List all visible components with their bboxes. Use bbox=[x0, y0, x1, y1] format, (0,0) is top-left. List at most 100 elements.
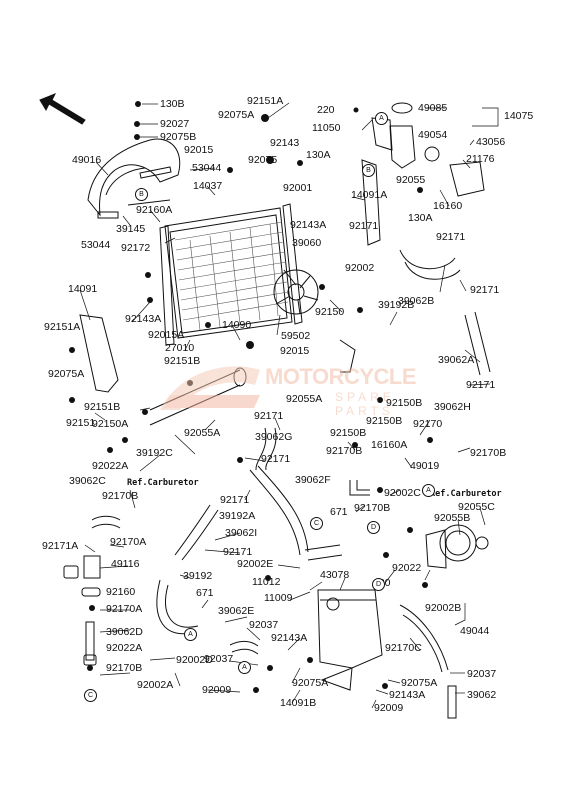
part-label: 92151A bbox=[44, 321, 81, 333]
part-label: 16160A bbox=[371, 439, 408, 451]
part-label: 49116 bbox=[111, 558, 140, 570]
part-label: 92055B bbox=[434, 512, 471, 524]
part-label: 92151B bbox=[84, 401, 121, 413]
part-label: 92170 bbox=[413, 418, 443, 430]
connector-marker: C bbox=[84, 689, 97, 702]
part-label: 14091 bbox=[68, 283, 98, 295]
part-label: 92171 bbox=[466, 379, 496, 391]
part-label: 92171 bbox=[261, 453, 291, 465]
part-label: 92002D bbox=[176, 654, 213, 666]
part-label: 92055A bbox=[286, 393, 323, 405]
part-label: 92075B bbox=[160, 131, 197, 143]
part-label: 92171 bbox=[436, 231, 466, 243]
part-label: 39192A bbox=[219, 510, 256, 522]
part-label: 92143A bbox=[389, 689, 426, 701]
part-label: 92170B bbox=[470, 447, 507, 459]
part-label: 92170B bbox=[102, 490, 139, 502]
part-label: 53044 bbox=[81, 239, 111, 251]
part-label: 39062A bbox=[438, 354, 475, 366]
part-label: 92150B bbox=[366, 415, 403, 427]
part-label: 130A bbox=[306, 149, 331, 161]
connector-marker: B bbox=[135, 188, 148, 201]
part-label: 21176 bbox=[466, 153, 495, 165]
part-label: 49044 bbox=[460, 625, 490, 637]
part-label: 11050 bbox=[312, 122, 341, 134]
part-label: 39062H bbox=[434, 401, 471, 413]
part-label: 92160 bbox=[106, 586, 136, 598]
part-label: 92170B bbox=[106, 662, 143, 674]
connector-marker: A bbox=[238, 661, 251, 674]
cooling-fan bbox=[273, 269, 319, 315]
part-label: 92150 bbox=[315, 306, 345, 318]
part-label: 53044 bbox=[192, 162, 222, 174]
connector-marker: D bbox=[367, 521, 380, 534]
part-label: 92015A bbox=[148, 329, 185, 341]
part-label: 92037 bbox=[467, 668, 497, 680]
part-label: 16160 bbox=[433, 200, 463, 212]
part-label: 671 bbox=[196, 587, 214, 599]
part-label: 92171 bbox=[349, 220, 379, 232]
part-label: 92055 bbox=[396, 174, 426, 186]
watermark: MOTORCYCLE SPARE PARTS bbox=[150, 350, 440, 440]
part-label: 43078 bbox=[320, 569, 350, 581]
part-label: 92002C bbox=[384, 487, 421, 499]
part-label: 49054 bbox=[418, 129, 448, 141]
part-label: 39192B bbox=[378, 299, 415, 311]
part-label: 92143A bbox=[290, 219, 327, 231]
part-label: 92002E bbox=[237, 558, 274, 570]
part-label: 92022A bbox=[106, 642, 143, 654]
connector-marker: A bbox=[375, 112, 388, 125]
part-label: 14091A bbox=[351, 189, 388, 201]
part-label: 49085 bbox=[418, 102, 448, 114]
part-label: 39062G bbox=[255, 431, 293, 443]
part-label: 39192 bbox=[183, 570, 213, 582]
part-label: 92009 bbox=[202, 684, 232, 696]
part-label: 92143 bbox=[270, 137, 300, 149]
connector-marker: A bbox=[184, 628, 197, 641]
part-label: 59502 bbox=[281, 330, 311, 342]
connector-marker: A bbox=[422, 484, 435, 497]
part-label: 92009 bbox=[374, 702, 404, 714]
part-label: 39062D bbox=[106, 626, 143, 638]
part-label: 92170A bbox=[110, 536, 147, 548]
part-label: 671 bbox=[330, 506, 348, 518]
part-label: 49016 bbox=[72, 154, 102, 166]
part-label: 92170A bbox=[106, 603, 143, 615]
connector-marker: D bbox=[372, 578, 385, 591]
part-label: 92055C bbox=[458, 501, 495, 513]
part-label: 11009 bbox=[264, 592, 293, 604]
thermostat-housing bbox=[425, 524, 489, 569]
part-label: 11012 bbox=[252, 576, 281, 588]
direction-arrow-icon bbox=[39, 93, 86, 125]
part-label: 14091B bbox=[280, 697, 317, 709]
part-label: 220 bbox=[317, 104, 335, 116]
thermo-switch-housing bbox=[424, 146, 485, 197]
fasteners bbox=[69, 101, 433, 693]
bracket-left bbox=[79, 314, 119, 393]
part-label: 39062I bbox=[225, 527, 258, 539]
part-label: 92150B bbox=[330, 427, 367, 439]
part-label: 92022A bbox=[92, 460, 129, 472]
watermark-text: MOTORCYCLE bbox=[265, 364, 417, 389]
part-label: 92037 bbox=[204, 653, 234, 665]
part-label: 92022 bbox=[392, 562, 422, 574]
part-label: 92037 bbox=[249, 619, 279, 631]
part-label: 92075A bbox=[401, 677, 438, 689]
part-label: 39062C bbox=[69, 475, 106, 487]
part-label: 92171 bbox=[470, 284, 500, 296]
watermark-logo-icon bbox=[160, 366, 260, 410]
part-label: 39062E bbox=[218, 605, 255, 617]
part-label: 49019 bbox=[410, 460, 440, 472]
part-label: 92151B bbox=[164, 355, 201, 367]
part-label: 92170B bbox=[354, 502, 391, 514]
part-label: 92160A bbox=[136, 204, 173, 216]
part-label: 92151A bbox=[247, 95, 284, 107]
part-label: 39062F bbox=[295, 474, 331, 486]
part-label: 92027 bbox=[160, 118, 190, 130]
bottom-left-parts bbox=[63, 555, 101, 666]
rubber-strips bbox=[97, 166, 172, 219]
part-label: 27010 bbox=[165, 342, 195, 354]
part-label: 92015 bbox=[280, 345, 310, 357]
